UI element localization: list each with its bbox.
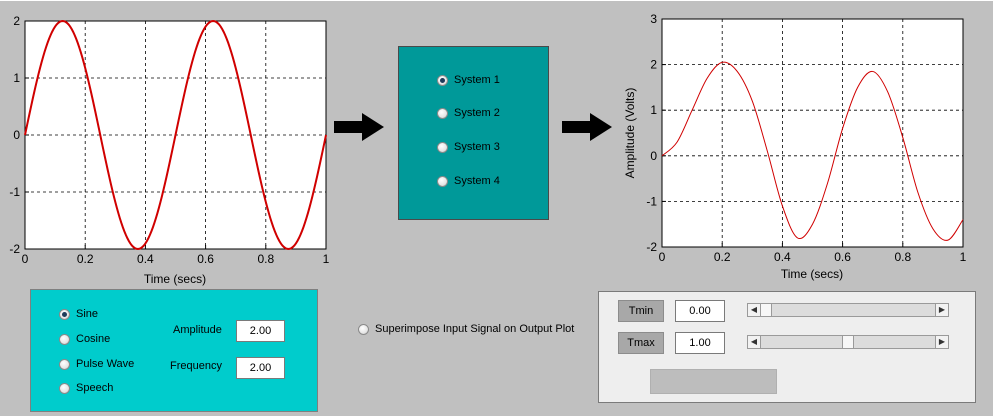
blank-button[interactable] xyxy=(650,369,777,394)
output-plot-y-ticks: -2 -1 0 1 2 3 xyxy=(646,12,666,254)
tmin-input[interactable]: 0.00 xyxy=(675,300,725,322)
x-tick-label: 0 xyxy=(659,250,666,264)
x-tick-label: 0.2 xyxy=(77,252,94,266)
system-3-label: System 3 xyxy=(454,141,500,153)
x-tick-label: 0.4 xyxy=(137,252,154,266)
arrow-right-icon xyxy=(334,113,384,141)
y-tick-label: 2 xyxy=(13,14,20,28)
signal-sine-radio[interactable]: Sine xyxy=(59,308,98,320)
slider-thumb[interactable] xyxy=(842,336,854,348)
input-signal-panel: Sine Cosine Pulse Wave Speech Amplitude … xyxy=(30,289,318,412)
y-tick-label: 3 xyxy=(650,12,657,26)
y-tick-label: 2 xyxy=(650,58,657,72)
system-selection-panel: System 1 System 2 System 3 System 4 xyxy=(398,46,549,220)
y-tick-label: 1 xyxy=(650,103,657,117)
radio-unselected-icon xyxy=(59,358,70,370)
input-plot-xlabel: Time (secs) xyxy=(144,272,206,286)
slider-left-arrow-icon[interactable]: ◀ xyxy=(748,336,761,348)
x-tick-label: 0.4 xyxy=(774,250,791,264)
input-plot-y-ticks: -2 -1 0 1 2 xyxy=(9,14,29,256)
x-tick-label: 0.6 xyxy=(197,252,214,266)
input-signal-line xyxy=(24,19,327,251)
signal-cosine-radio[interactable]: Cosine xyxy=(59,333,110,345)
radio-unselected-icon xyxy=(59,333,70,345)
y-tick-label: -1 xyxy=(646,194,657,208)
output-plot-xlabel: Time (secs) xyxy=(781,267,843,281)
output-plot-grid xyxy=(662,19,963,247)
y-tick-label: 0 xyxy=(13,128,20,142)
radio-unselected-icon xyxy=(437,141,448,153)
signal-sine-label: Sine xyxy=(76,308,99,320)
frequency-input[interactable]: 2.00 xyxy=(236,357,285,379)
output-plot-area xyxy=(661,18,964,248)
system-2-label: System 2 xyxy=(454,107,500,119)
tmax-input[interactable]: 1.00 xyxy=(675,332,725,354)
signal-pulse-wave-label: Pulse Wave xyxy=(76,358,135,370)
y-tick-label: -1 xyxy=(9,185,20,199)
superimpose-toggle[interactable]: Superimpose Input Signal on Output Plot xyxy=(358,323,574,335)
arrow-right-icon xyxy=(562,113,612,141)
tmax-label: Tmax xyxy=(618,332,664,354)
frequency-label: Frequency xyxy=(170,360,222,372)
slider-right-arrow-icon[interactable]: ▶ xyxy=(935,336,948,348)
input-plot-x-ticks: 0 0.2 0.4 0.6 0.8 1 xyxy=(22,245,330,266)
x-tick-label: 0.8 xyxy=(894,250,911,264)
y-tick-label: 0 xyxy=(650,149,657,163)
amplitude-input[interactable]: 2.00 xyxy=(236,320,285,342)
amplitude-label: Amplitude xyxy=(173,324,222,336)
signal-pulse-wave-radio[interactable]: Pulse Wave xyxy=(59,358,134,370)
slider-right-arrow-icon[interactable]: ▶ xyxy=(935,304,948,316)
radio-selected-icon xyxy=(437,74,448,86)
radio-selected-icon xyxy=(59,308,70,320)
system-1-radio[interactable]: System 1 xyxy=(437,74,500,86)
system-2-radio[interactable]: System 2 xyxy=(437,107,500,119)
y-tick-label: -2 xyxy=(646,240,657,254)
time-range-panel: Tmin 0.00 ◀ ▶ Tmax 1.00 ◀ ▶ xyxy=(598,291,976,403)
tmin-slider[interactable]: ◀ ▶ xyxy=(747,303,949,317)
x-tick-label: 0.2 xyxy=(714,250,731,264)
x-tick-label: 1 xyxy=(323,252,330,266)
radio-unselected-icon xyxy=(59,382,70,394)
radio-unselected-icon xyxy=(358,323,369,335)
system-4-label: System 4 xyxy=(454,175,500,187)
tmax-slider[interactable]: ◀ ▶ xyxy=(747,335,949,349)
signal-cosine-label: Cosine xyxy=(76,333,111,345)
signal-speech-label: Speech xyxy=(76,382,114,394)
output-signal-line xyxy=(661,61,964,241)
tmin-label: Tmin xyxy=(618,300,664,322)
y-tick-label: 1 xyxy=(13,71,20,85)
x-tick-label: 1 xyxy=(960,250,967,264)
radio-unselected-icon xyxy=(437,107,448,119)
x-tick-label: 0 xyxy=(22,252,29,266)
system-1-label: System 1 xyxy=(454,74,500,86)
system-4-radio[interactable]: System 4 xyxy=(437,175,500,187)
radio-unselected-icon xyxy=(437,175,448,187)
output-plot-ylabel: Amplitude (Volts) xyxy=(623,88,637,179)
signal-speech-radio[interactable]: Speech xyxy=(59,382,113,394)
x-tick-label: 0.6 xyxy=(834,250,851,264)
window-top-edge xyxy=(0,0,993,1)
x-tick-label: 0.8 xyxy=(257,252,274,266)
slider-thumb[interactable] xyxy=(760,304,772,316)
superimpose-label: Superimpose Input Signal on Output Plot xyxy=(375,323,575,335)
output-plot-x-ticks: 0 0.2 0.4 0.6 0.8 1 xyxy=(659,243,967,264)
y-tick-label: -2 xyxy=(9,242,20,256)
system-3-radio[interactable]: System 3 xyxy=(437,141,500,153)
